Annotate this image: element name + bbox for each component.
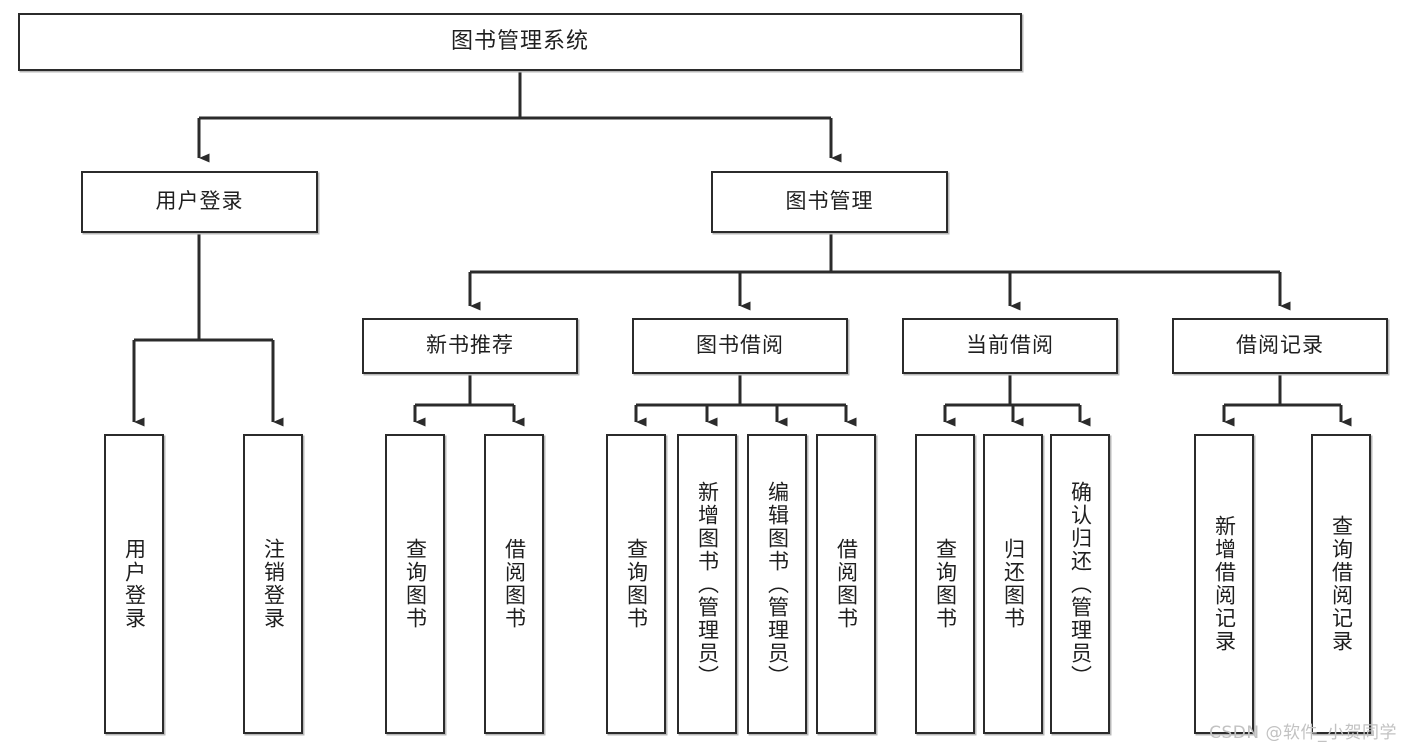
- leaf-query-book-new[interactable]: 查询图书: [385, 434, 445, 734]
- leaf-user-login[interactable]: 用户登录: [104, 434, 164, 734]
- leaf-add-borrow-record[interactable]: 新增借阅记录: [1194, 434, 1254, 734]
- leaf-confirm-return-admin[interactable]: 确认归还（管理员）: [1050, 434, 1110, 734]
- leaf-return-book[interactable]: 归还图书: [983, 434, 1043, 734]
- node-book-management[interactable]: 图书管理: [711, 171, 948, 233]
- node-book-borrow[interactable]: 图书借阅: [632, 318, 848, 374]
- node-current-borrow[interactable]: 当前借阅: [902, 318, 1118, 374]
- leaf-query-book-current[interactable]: 查询图书: [915, 434, 975, 734]
- leaf-borrow-book-new[interactable]: 借阅图书: [484, 434, 544, 734]
- leaf-query-book-borrow[interactable]: 查询图书: [606, 434, 666, 734]
- node-root-system[interactable]: 图书管理系统: [18, 13, 1022, 71]
- csdn-watermark: CSDN @软件_小贺同学: [1209, 723, 1397, 743]
- node-user-login[interactable]: 用户登录: [81, 171, 318, 233]
- node-borrow-records[interactable]: 借阅记录: [1172, 318, 1388, 374]
- leaf-logout[interactable]: 注销登录: [243, 434, 303, 734]
- leaf-add-book-admin[interactable]: 新增图书（管理员）: [677, 434, 737, 734]
- leaf-query-borrow-record[interactable]: 查询借阅记录: [1311, 434, 1371, 734]
- node-new-book-recommend[interactable]: 新书推荐: [362, 318, 578, 374]
- leaf-edit-book-admin[interactable]: 编辑图书（管理员）: [747, 434, 807, 734]
- leaf-borrow-book[interactable]: 借阅图书: [816, 434, 876, 734]
